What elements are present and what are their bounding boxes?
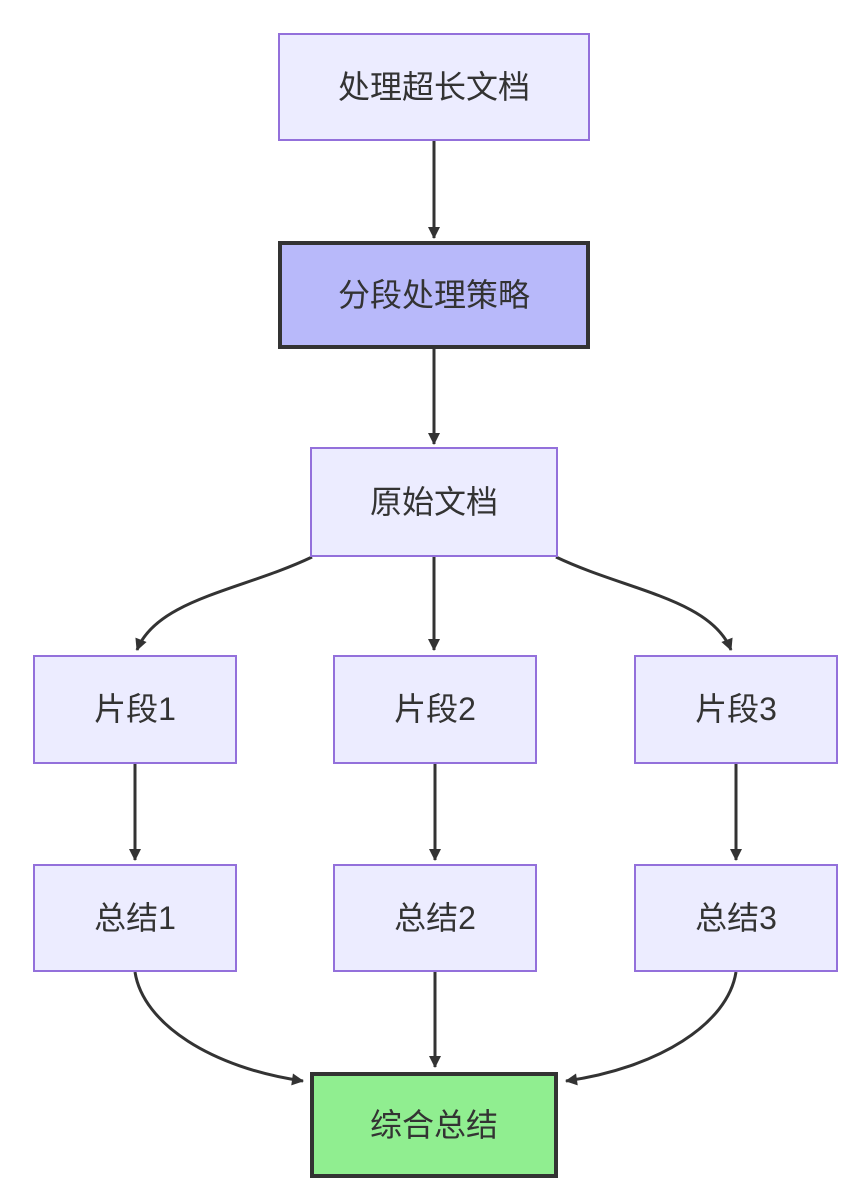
edge-original-to-frag1 bbox=[135, 555, 313, 651]
node-fragment-3: 片段3 bbox=[634, 655, 838, 764]
edge-sum1-to-final bbox=[133, 971, 304, 1086]
node-segmentation-strategy: 分段处理策略 bbox=[278, 241, 590, 349]
node-summary-1-label: 总结1 bbox=[94, 899, 176, 936]
node-final-summary-label: 综合总结 bbox=[369, 1106, 498, 1143]
node-original-document: 原始文档 bbox=[310, 447, 558, 557]
node-summary-2-label: 总结2 bbox=[394, 899, 476, 936]
node-fragment-3-label: 片段3 bbox=[695, 691, 777, 728]
node-summary-3: 总结3 bbox=[634, 864, 838, 972]
node-process-long-document: 处理超长文档 bbox=[278, 33, 590, 141]
node-original-document-label: 原始文档 bbox=[369, 483, 498, 520]
node-process-long-document-label: 处理超长文档 bbox=[337, 68, 530, 105]
node-summary-1: 总结1 bbox=[33, 864, 237, 972]
node-fragment-1-label: 片段1 bbox=[94, 691, 176, 728]
node-summary-2: 总结2 bbox=[333, 864, 537, 972]
edge-sum3-to-final bbox=[565, 971, 738, 1086]
node-summary-3-label: 总结3 bbox=[695, 899, 777, 936]
edge-original-to-frag3 bbox=[555, 555, 733, 651]
node-fragment-2: 片段2 bbox=[333, 655, 537, 764]
node-final-summary: 综合总结 bbox=[310, 1072, 558, 1178]
node-fragment-2-label: 片段2 bbox=[394, 691, 476, 728]
node-fragment-1: 片段1 bbox=[33, 655, 237, 764]
node-segmentation-strategy-label: 分段处理策略 bbox=[337, 276, 530, 313]
